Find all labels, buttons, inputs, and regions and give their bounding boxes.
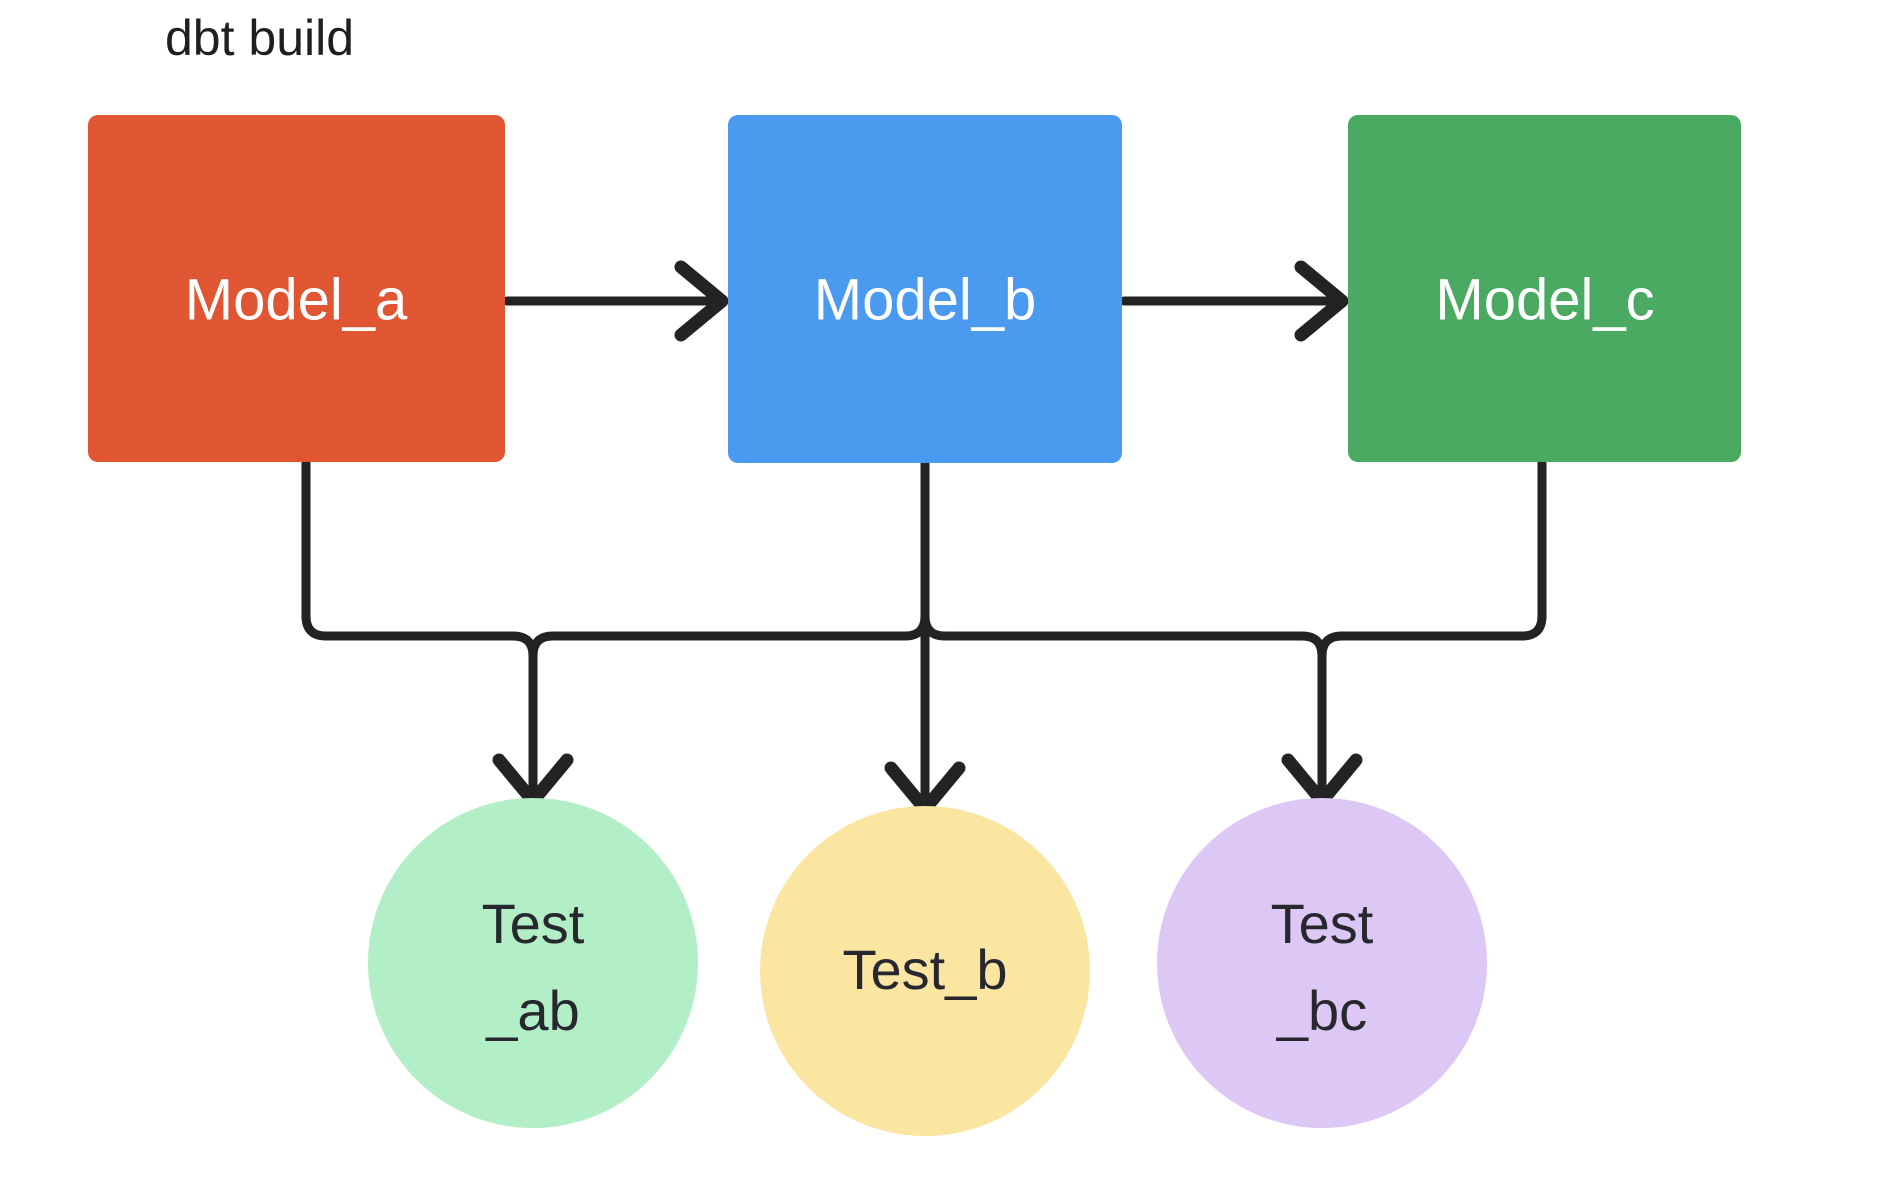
node-test-bc[interactable]: Test _bc	[1157, 798, 1487, 1128]
node-test-bc-label-line2: _bc	[1276, 979, 1367, 1042]
edge-line	[920, 458, 1327, 793]
node-model-b[interactable]: Model_b	[728, 115, 1122, 463]
node-test-b[interactable]: Test_b	[760, 806, 1090, 1136]
edge-line	[528, 458, 930, 793]
node-test-b-shape[interactable]	[760, 806, 1090, 1136]
edge-model-a-to-test-ab	[301, 457, 574, 808]
node-test-ab-label-line1: Test	[482, 892, 585, 955]
node-model-c-label: Model_c	[1435, 267, 1654, 332]
edge-model-a-to-model-b	[502, 260, 729, 342]
edge-model-b-to-test-ab	[528, 458, 930, 793]
node-model-c[interactable]: Model_c	[1348, 115, 1741, 462]
node-model-a[interactable]: Model_a	[88, 115, 505, 462]
node-test-ab-shape[interactable]	[368, 798, 698, 1128]
node-test-ab-label-line2: _ab	[485, 979, 579, 1042]
node-test-b-label-line1: Test_b	[843, 938, 1008, 1001]
node-test-bc-shape[interactable]	[1157, 798, 1487, 1128]
node-model-a-label: Model_a	[185, 267, 408, 332]
node-model-a-shape[interactable]	[88, 115, 505, 462]
edge-line	[301, 457, 538, 793]
node-model-b-label: Model_b	[814, 267, 1036, 332]
node-test-ab[interactable]: Test _ab	[368, 798, 698, 1128]
edge-model-c-to-test-bc	[1281, 457, 1547, 808]
edge-model-b-to-model-c	[1119, 260, 1349, 342]
node-model-c-shape[interactable]	[1348, 115, 1741, 462]
edge-line	[1317, 457, 1547, 793]
arrowhead-icon	[674, 260, 729, 342]
edge-model-b-to-test-bc	[920, 458, 1327, 793]
node-test-bc-label-line1: Test	[1271, 892, 1374, 955]
node-model-b-shape[interactable]	[728, 115, 1122, 463]
arrowhead-icon	[1294, 260, 1349, 342]
page-title: dbt build	[165, 10, 354, 66]
